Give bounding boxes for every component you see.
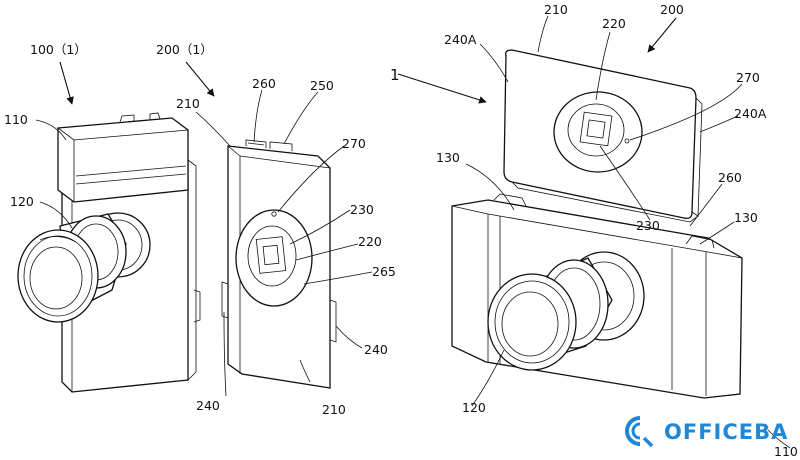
ref-240A-left: 240A [444, 32, 477, 47]
ref-210-mid-bottom: 210 [322, 402, 346, 417]
ref-260-right: 260 [718, 170, 742, 185]
ref-270-right: 270 [736, 70, 760, 85]
ref-120-left: 120 [10, 194, 34, 209]
ref-265: 265 [372, 264, 396, 279]
ref-110-right: 110 [774, 444, 798, 459]
watermark-text: OFFICEBA [664, 420, 788, 444]
ref-210-mid-top: 210 [176, 96, 200, 111]
ref-240-mid-right: 240 [364, 342, 388, 357]
camera-module-200 [221, 139, 337, 389]
ref-110-left: 110 [4, 112, 28, 127]
ref-220-right: 220 [602, 16, 626, 31]
figure-label-100: 100（1） [30, 42, 87, 57]
reference-labels: 100（1） 200（1） 1 110 120 210 260 250 270 … [4, 2, 798, 459]
ref-240A-right: 240A [734, 106, 767, 121]
ref-230-mid: 230 [350, 202, 374, 217]
ref-240-bottom: 240 [196, 398, 220, 413]
ref-250: 250 [310, 78, 334, 93]
figure-label-200: 200（1） [156, 42, 213, 57]
camera-assembly-1 [451, 193, 743, 399]
figure-label-1: 1 [390, 66, 400, 84]
ref-220-mid: 220 [358, 234, 382, 249]
ref-200-right: 200 [660, 2, 684, 17]
officeba-logo-icon [625, 416, 654, 448]
ref-130-right: 130 [734, 210, 758, 225]
camera-module-100 [17, 112, 201, 393]
ref-270-mid: 270 [342, 136, 366, 151]
ref-260-mid: 260 [252, 76, 276, 91]
ref-210-right-top: 210 [544, 2, 568, 17]
ref-130-left: 130 [436, 150, 460, 165]
ref-120-right: 120 [462, 400, 486, 415]
watermark: OFFICEBA [625, 416, 788, 448]
ref-230-right: 230 [636, 218, 660, 233]
camera-module-200-exploded [503, 49, 703, 223]
leader-lines [35, 15, 791, 449]
